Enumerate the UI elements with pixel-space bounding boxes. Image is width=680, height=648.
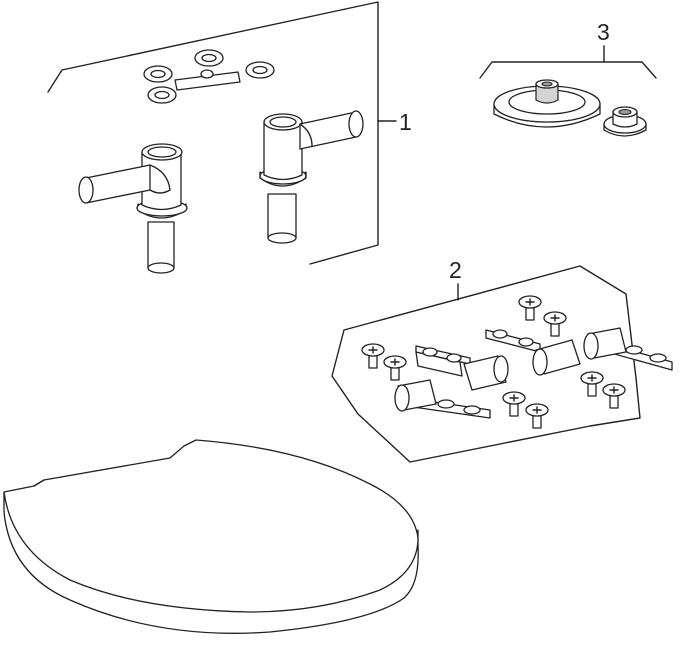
washer-set [143,49,275,104]
bracket-group-3 [479,61,657,79]
hinge-pin-right [259,110,364,244]
angle-bracket [394,379,491,419]
part-group-3-damper [479,45,657,137]
damper-disc [493,79,601,128]
screw [543,311,567,337]
screw [383,355,407,381]
angle-bracket [583,327,673,371]
angle-bracket [415,345,509,391]
screw [525,403,549,429]
seat-lid-top [3,439,419,613]
hinge-pin-left [78,143,188,274]
callout-item-2: 2 [449,257,462,283]
seat-lid-notch [33,479,45,487]
seat-lid [3,439,419,634]
screw [602,383,626,409]
damper-cap [603,106,647,137]
angle-bracket [485,329,581,376]
screw [518,295,542,321]
bracket-group-2 [331,265,641,463]
screw [502,391,526,417]
part-group-1-hinge-pins [47,1,397,274]
bracket-group-1 [47,1,379,265]
screw [580,371,604,397]
callout-item-1: 1 [399,109,412,135]
screw [361,343,385,369]
part-group-2-fixing-set [331,265,673,463]
callout-item-3: 3 [597,19,610,45]
